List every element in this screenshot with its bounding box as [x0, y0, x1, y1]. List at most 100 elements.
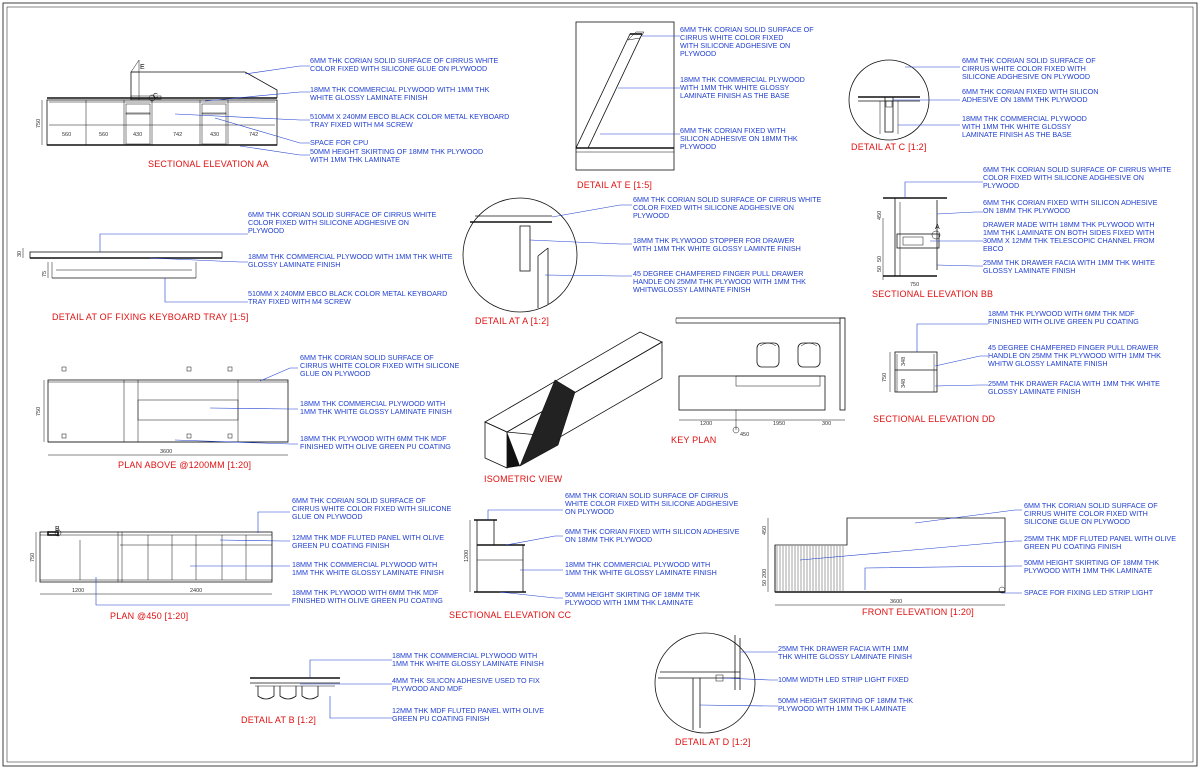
marker-a: A: [935, 224, 940, 231]
note-tray-3: 510MM X 240MM EBCO BLACK COLOR METAL KEY…: [248, 289, 447, 306]
dim-aa-height: 750: [36, 119, 42, 128]
dim-plan-450-width: 750: [30, 553, 36, 562]
plan-450-leaders: [95, 511, 290, 606]
title-section-bb: SECTIONAL ELEVATION BB: [872, 289, 993, 299]
detail-tray-leaders: [99, 233, 248, 303]
plan-above-drawing: [43, 366, 289, 456]
dim-front-length: 3600: [890, 599, 902, 605]
plan-450-drawing: [35, 529, 273, 595]
isometric-drawing: [484, 331, 663, 469]
dim-front-top: 450: [762, 526, 768, 535]
dim-plan-above-length: 3600: [160, 449, 172, 455]
dim-front-base: 200: [762, 569, 768, 578]
title-detail-d: DETAIL AT D [1:2]: [675, 737, 751, 747]
dim-aa-5: 430: [210, 132, 219, 138]
title-detail-c: DETAIL AT C [1:2]: [851, 142, 927, 152]
detail-a-drawing: [462, 197, 578, 313]
dim-bb-1: 450: [877, 211, 883, 220]
note-aa-4: SPACE FOR CPU: [310, 138, 368, 147]
note-a-1: 6MM THK CORIAN SOLID SURFACE OF CIRRUS W…: [633, 195, 822, 220]
note-tray-2: 18MM THK COMMERCIAL PLYWOOD WITH 1MM THK…: [248, 252, 453, 269]
dim-key-1: 1200: [700, 421, 712, 427]
dim-aa-3: 430: [133, 132, 142, 138]
dim-key-3: 300: [822, 421, 831, 427]
note-tray-1: 6MM THK CORIAN SOLID SURFACE OF CIRRUS W…: [248, 210, 437, 235]
detail-tray-drawing: [22, 248, 223, 279]
title-detail-b: DETAIL AT B [1:2]: [241, 715, 316, 725]
title-plan-above: PLAN ABOVE @1200MM [1:20]: [118, 460, 251, 470]
dim-aa-6: 742: [249, 132, 258, 138]
note-aa-3: 510MM X 240MM EBCO BLACK COLOR METAL KEY…: [310, 112, 509, 129]
detail-d-drawing: [654, 632, 756, 734]
dim-key-4: 450: [740, 432, 749, 438]
title-isometric: ISOMETRIC VIEW: [484, 474, 563, 484]
dim-aa-2: 560: [99, 132, 108, 138]
title-detail-e: DETAIL AT E [1:5]: [577, 180, 652, 190]
plan-above-leaders: [174, 367, 298, 445]
note-bb-1: 6MM THK CORIAN SOLID SURFACE OF CIRRUS W…: [983, 165, 1172, 190]
note-front-4: SPACE FOR FIXING LED STRIP LIGHT: [1024, 588, 1154, 597]
marker-e: E: [140, 64, 145, 71]
note-aa-1: 6MM THK CORIAN SOLID SURFACE OF CIRRUS W…: [310, 56, 499, 73]
dim-bb-3: 50: [877, 256, 883, 262]
detail-a-leaders: [529, 204, 632, 277]
detail-e-drawing: [575, 21, 675, 171]
section-cc-leaders: [487, 509, 563, 599]
title-key-plan: KEY PLAN: [671, 435, 716, 445]
dim-dd-upper: 348: [901, 357, 907, 366]
note-aa-2: 18MM THK COMMERCIAL PLYWOOD WITH 1MM THK…: [310, 85, 490, 102]
section-dd-drawing: [889, 351, 938, 393]
sheet-inner-border: [6, 6, 1194, 763]
detail-b-leaders: [300, 659, 392, 719]
title-plan-450: PLAN @450 [1:20]: [110, 611, 188, 621]
note-bb-4: 25MM THK DRAWER FACIA WITH 1MM THK WHITE…: [983, 258, 1155, 275]
section-bb-leaders: [904, 181, 983, 267]
title-front-elevation: FRONT ELEVATION [1:20]: [862, 607, 974, 617]
dim-front-skirting: 50: [762, 580, 768, 586]
note-dd-3: 25MM THK DRAWER FACIA WITH 1MM THK WHITE…: [988, 379, 1160, 396]
front-elevation-leaders: [799, 509, 1022, 594]
note-cc-2: 6MM THK CORIAN FIXED WITH SILICON ADHESI…: [565, 527, 740, 544]
title-section-cc: SECTIONAL ELEVATION CC: [449, 610, 572, 620]
title-detail-a: DETAIL AT A [1:2]: [475, 316, 549, 326]
dim-aa-1: 560: [62, 132, 71, 138]
detail-b-drawing: [250, 677, 340, 700]
title-section-aa: SECTIONAL ELEVATION AA: [148, 159, 269, 169]
front-elevation-drawing: [767, 517, 1006, 606]
note-d-2: 10MM WIDTH LED STRIP LIGHT FIXED: [778, 675, 909, 684]
dim-bb-4: 750: [910, 282, 919, 288]
dim-plan-450-1: 1200: [72, 588, 84, 594]
dim-dd-height: 750: [882, 373, 888, 382]
note-bb-2: 6MM THK CORIAN FIXED WITH SILICON ADHESI…: [983, 198, 1158, 215]
dim-plan-450-2: 2400: [190, 588, 202, 594]
detail-e-leaders: [600, 35, 680, 135]
dim-key-2: 1950: [773, 421, 785, 427]
section-aa-leaders: [174, 65, 310, 156]
dim-tray-2: 75: [42, 271, 48, 277]
section-cc-drawing: [469, 519, 526, 593]
section-aa-drawing: [41, 59, 278, 146]
section-bb-drawing: [882, 197, 947, 280]
